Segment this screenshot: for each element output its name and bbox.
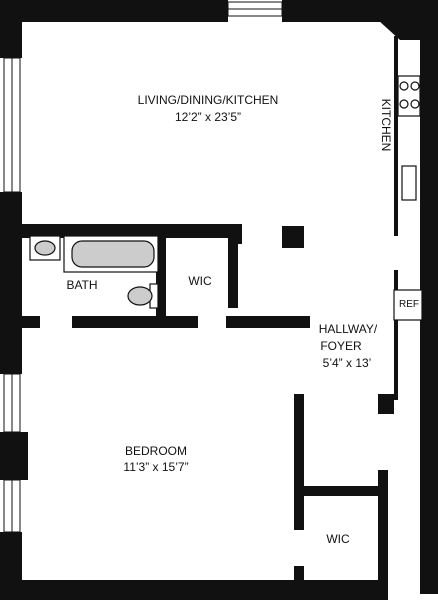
bathtub-basin — [71, 240, 155, 268]
room-labels: LIVING/DINING/KITCHEN 12’2” x 23’5” KITC… — [66, 93, 419, 546]
wall-angled-corner — [328, 0, 438, 40]
wall-bath-bottom-mid — [72, 316, 198, 328]
kitchen-label: KITCHEN — [379, 99, 393, 152]
bedroom-name: BEDROOM — [125, 444, 187, 458]
refrigerator — [393, 289, 423, 321]
kitchen-counter — [394, 36, 398, 236]
bedroom-dims: 11’3” x 15’7” — [123, 460, 188, 474]
wall-right-step — [420, 230, 438, 594]
bath-label: BATH — [66, 278, 97, 292]
hallway-name-line2: FOYER — [320, 339, 362, 353]
wall-wic-lower-top — [294, 486, 388, 496]
wall-left-top — [0, 0, 22, 58]
toilet-bowl — [127, 286, 153, 306]
sink — [401, 165, 417, 201]
wall-top-left — [0, 0, 228, 22]
burner-icon — [410, 81, 420, 91]
wall-right-bottom — [378, 470, 388, 600]
wall-hall-bedroom-lower — [294, 566, 304, 600]
bath-fixtures — [29, 235, 159, 309]
wic-lower-label: WIC — [326, 532, 350, 546]
wall-bottom — [0, 580, 384, 600]
wall-left-mid — [0, 192, 22, 374]
wall-bath-wic-divider — [156, 238, 166, 324]
kitchen-counter-lower — [394, 270, 398, 400]
wall-right-upper — [420, 36, 438, 230]
bath-sink-basin — [34, 240, 56, 256]
living-room-dims: 12’2” x 23’5” — [175, 110, 241, 124]
wall-bath-bottom-left — [0, 316, 40, 328]
wall-right-lower — [378, 394, 394, 414]
kitchen-fixtures — [393, 75, 423, 321]
hallway-name-line1: HALLWAY/ — [319, 322, 378, 336]
wall-bath-bottom-right — [226, 316, 310, 328]
wall-bath-top — [0, 224, 242, 238]
wall-wic-right — [228, 238, 238, 308]
wic-upper-label: WIC — [188, 274, 212, 288]
ref-label: REF — [399, 299, 419, 310]
living-room-name: LIVING/DINING/KITCHEN — [138, 93, 279, 107]
hallway-dims: 5’4” x 13’ — [323, 356, 372, 370]
structural-column — [282, 226, 304, 248]
burner-icon — [399, 99, 409, 109]
wall-hall-bedroom-upper — [294, 394, 304, 530]
burner-icon — [410, 99, 420, 109]
wall-left-pillar — [0, 432, 28, 480]
windows — [3, 1, 283, 533]
burner-icon — [399, 81, 409, 91]
